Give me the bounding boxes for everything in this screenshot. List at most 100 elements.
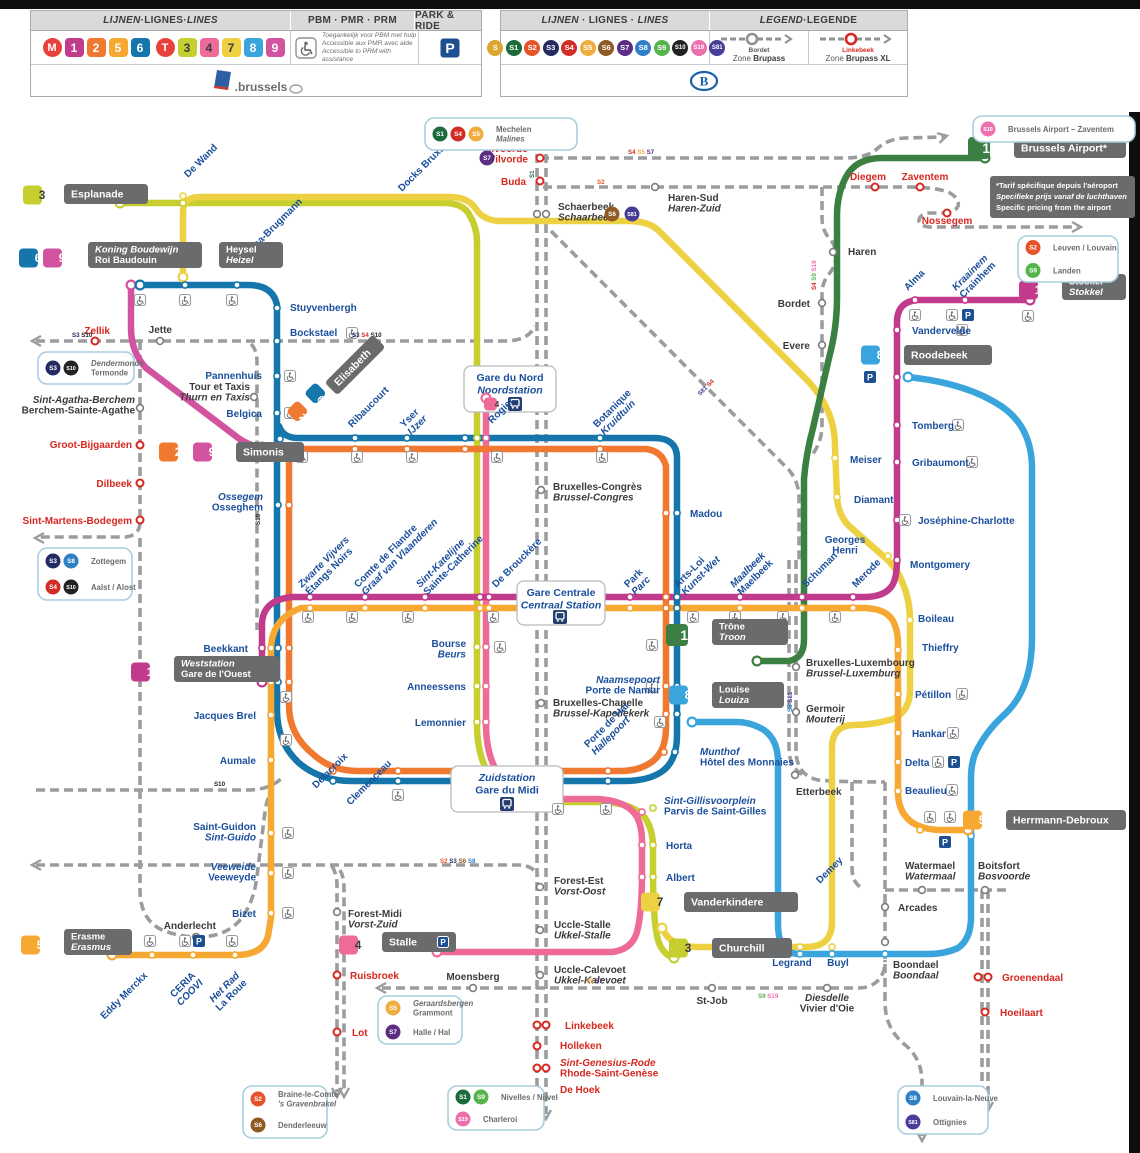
s-line-badge-bg	[473, 1089, 489, 1105]
station-label-line: Schaerbeek	[558, 202, 615, 213]
route-id: S10	[255, 513, 262, 525]
metro-station-dot	[626, 604, 634, 612]
station-label-line: Vivier d'Oie	[800, 1004, 855, 1015]
wheelchair-icon	[281, 826, 295, 840]
station-label: Anderlecht	[164, 921, 217, 932]
station-label-line: Berchem-Sainte-Agathe	[22, 406, 136, 417]
wheelchair-wheel	[284, 912, 291, 918]
legend-panel-s-lines-header: LIJNEN · LIGNES · LINES LEGEND · LEGENDE	[501, 11, 907, 31]
destination-name: Nivelles / Nijvel	[501, 1093, 558, 1102]
wheelchair-icon	[345, 610, 359, 624]
rail-arrow-icon	[337, 1087, 351, 1100]
wheelchair-wheel	[228, 299, 235, 305]
route-id: S81	[787, 691, 794, 703]
wheelchair-wheel	[181, 299, 188, 305]
station-label-line: Anderlecht	[164, 921, 217, 932]
wheelchair-icon	[295, 36, 317, 59]
wheelchair-wheel	[598, 456, 605, 462]
wheelchair-icon-bg	[653, 715, 667, 729]
wheelchair-wheel	[648, 686, 655, 692]
wheelchair-icon	[965, 455, 979, 469]
wheelchair-wheel	[602, 808, 609, 814]
metro-station-dot	[329, 777, 337, 785]
s-line-badge-bg	[45, 360, 61, 376]
terminus-box-bg	[1014, 138, 1126, 158]
s-lines-title-nl: LIJNEN	[541, 15, 579, 26]
wheelchair-icon-bg	[178, 934, 192, 948]
s-line-badge-S6: S6	[250, 1117, 266, 1133]
metro-station-dot	[736, 593, 744, 601]
station-label-line: Vilvorde	[489, 155, 529, 166]
wheelchair-body	[928, 815, 934, 821]
major-station-box-bg	[450, 765, 564, 813]
station-label: Eddy Merckx	[99, 970, 151, 1022]
station-label: Lemonnier	[415, 718, 466, 729]
destination-name: Termonde	[91, 369, 129, 378]
metro-station-dot	[403, 434, 411, 442]
station-label: Legrand	[772, 958, 811, 969]
wheelchair-body	[948, 815, 954, 821]
station-label-line: Gribaumont	[912, 458, 969, 469]
s-line-badge-S1: S1	[432, 126, 448, 142]
station-label: Boileau	[918, 614, 954, 625]
station-label: Lot	[352, 1028, 368, 1039]
s-line-badge-bg	[450, 126, 466, 142]
wheelchair-wheel	[348, 332, 355, 338]
wheelchair-body	[410, 455, 416, 461]
brussels-brand-footer: .brussels	[31, 65, 481, 96]
metro-station-dot	[649, 804, 657, 812]
wheelchair-head	[284, 693, 288, 696]
metro-station-dot	[273, 372, 281, 380]
s-line-badge-S3: S3	[45, 360, 61, 376]
metro-station-dot	[258, 644, 266, 652]
wheelchair-wheel	[954, 424, 961, 430]
s-line-badge-bg	[1025, 240, 1041, 255]
lines-title-fr: LIGNES	[144, 15, 184, 26]
station-label: Hankar	[912, 729, 946, 740]
zone-boundary-station-dot	[973, 972, 983, 982]
wheelchair-wheel	[282, 696, 289, 702]
legend-s-badge-S: S	[487, 39, 504, 56]
route-id: S5	[586, 978, 595, 985]
route-id: S3	[449, 858, 458, 865]
wheelchair-icon	[828, 610, 842, 624]
line-badge-bg	[19, 248, 38, 268]
wheelchair-icon-bg	[955, 687, 969, 701]
terminus-name: Stokkel	[1069, 287, 1103, 298]
station-label-line: Beaulieu	[905, 786, 947, 797]
parking-icon-bg	[864, 371, 876, 383]
train-window	[510, 398, 520, 407]
legend-line-badge-3: 3	[177, 38, 197, 57]
parking-icon-bg	[193, 935, 205, 947]
metro-station-dot	[274, 644, 282, 652]
wheelchair-head	[948, 813, 952, 816]
wheelchair-wheel	[689, 616, 696, 622]
s-line-badge-S3: S3	[45, 553, 61, 569]
wheelchair-body	[355, 455, 361, 461]
wheelchair-body	[230, 939, 236, 945]
station-label-line: Albert	[666, 873, 696, 884]
s-line-badge-bg	[455, 1111, 471, 1127]
wheelchair-icon-bg	[301, 610, 315, 624]
metro-station-dot	[273, 304, 281, 312]
lines-title-en: LINES	[186, 15, 218, 26]
s-lines-title-en: LINES	[637, 15, 669, 26]
metro-station-dot	[273, 337, 281, 345]
destination-info-box-bg	[972, 115, 1136, 143]
destination-info-box-bg	[424, 117, 578, 151]
wheelchair-head	[491, 613, 495, 616]
zone-boundary-station-dot	[535, 176, 545, 186]
wheelchair-wheel	[304, 616, 311, 622]
wheelchair-head	[950, 311, 954, 314]
wheelchair-icon	[955, 687, 969, 701]
route-id-mini-label: S2 S3 S6 S8	[440, 858, 476, 865]
metro-station-dot	[671, 748, 679, 756]
sep: ·	[627, 15, 638, 26]
rail-station-dot	[817, 298, 827, 308]
station-label-line: Boondaal	[893, 971, 939, 982]
train-station-icon	[508, 397, 522, 411]
metro-station-dot	[673, 509, 681, 517]
